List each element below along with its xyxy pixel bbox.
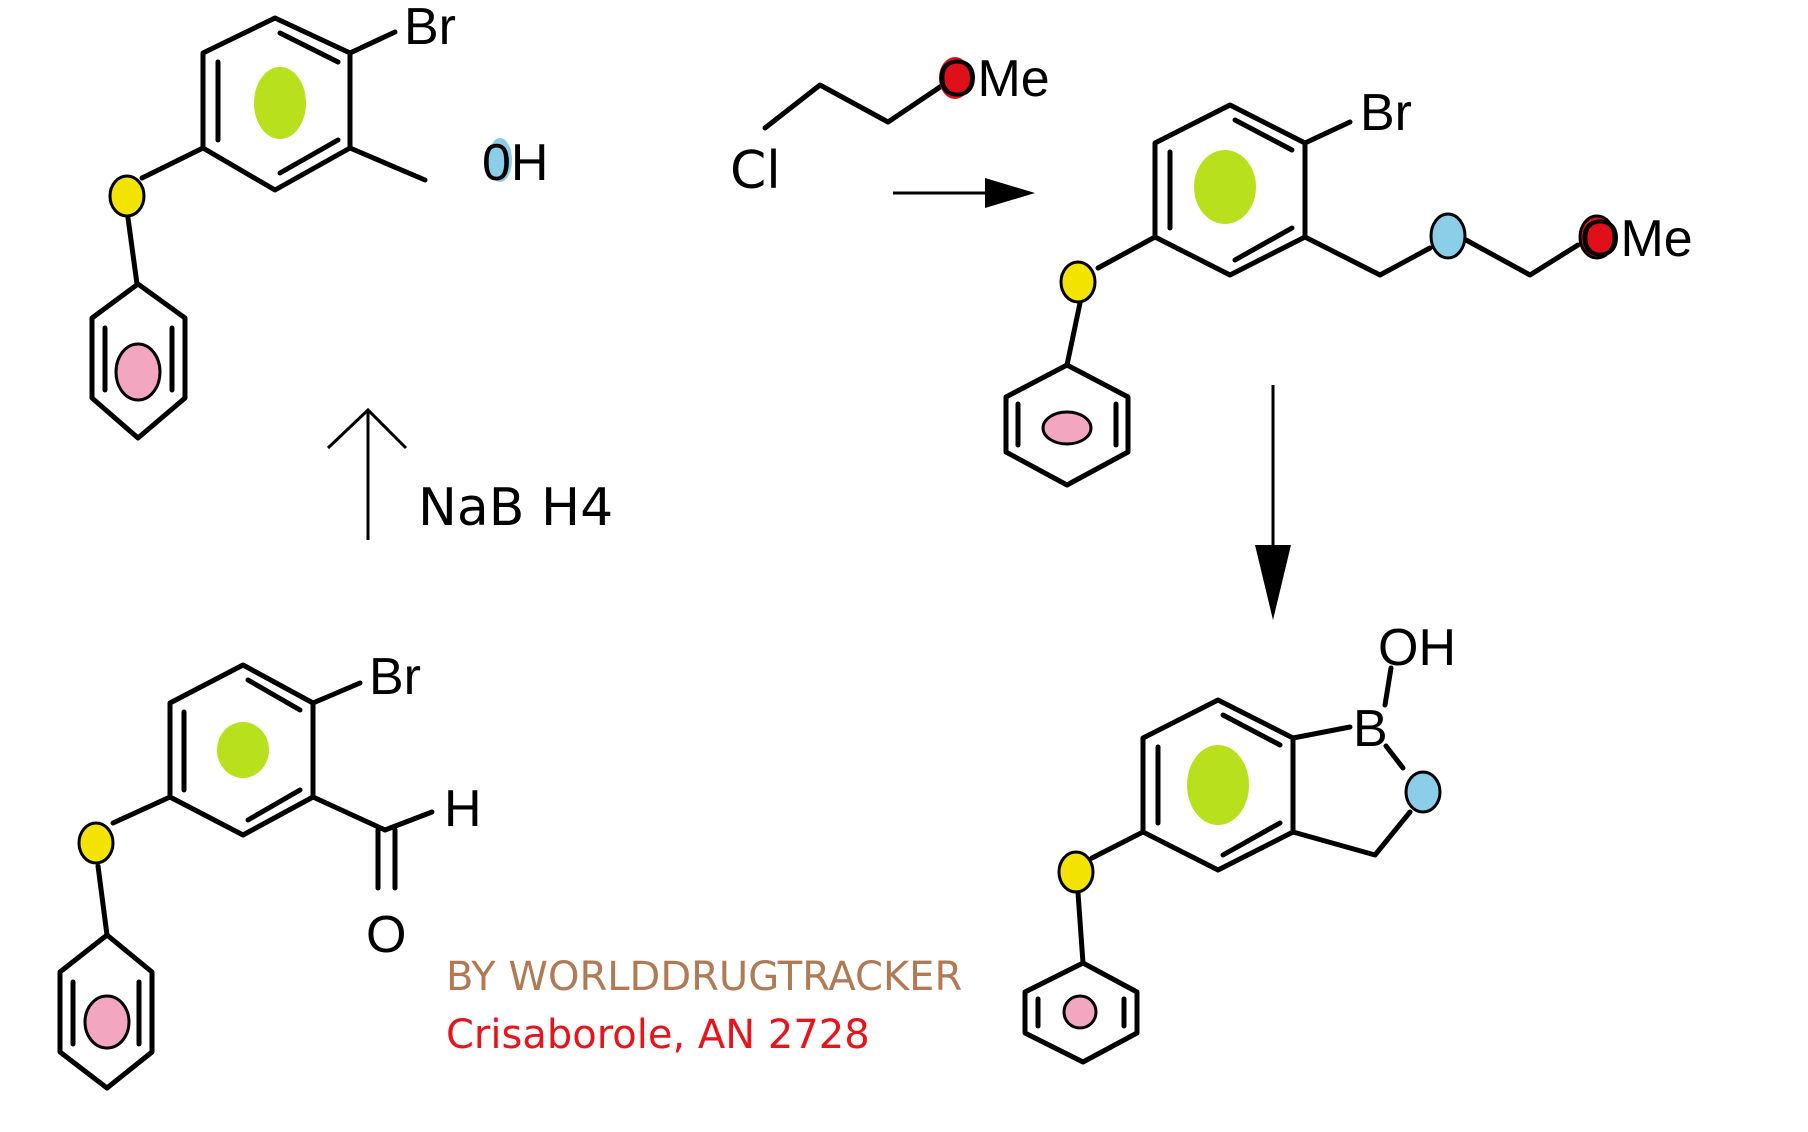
hydroxyl-oxygen-marker <box>1429 212 1467 260</box>
phenyl-ring <box>57 932 155 1091</box>
boronic-oh-label: OH <box>1378 619 1456 677</box>
ether-oxygen-marker <box>108 174 146 218</box>
formyl-h-label: H <box>444 780 482 838</box>
bromine-label: Br <box>369 648 421 706</box>
ether-oxygen-marker <box>1057 850 1095 894</box>
chloro-label: Cl <box>730 141 781 201</box>
methoxy-oxygen-marker <box>1578 214 1616 260</box>
hydroxyl-label: 0H <box>482 134 548 192</box>
methoxy-label: OMe <box>937 50 1050 108</box>
bromine-label: Br <box>404 0 456 56</box>
ether-oxygen-marker <box>1059 260 1097 304</box>
reagent-chloroethyl-methyl-ether: Cl OMe <box>730 50 1050 201</box>
compound-name: Crisaborole, AN 2728 <box>446 1012 870 1058</box>
aromatic-marker <box>254 67 306 139</box>
methoxy-oxygen-marker <box>939 57 971 99</box>
molecule-benzaldehyde: Br H O <box>57 648 482 1091</box>
reagent-label: NaB H4 <box>418 478 613 538</box>
phenyl-ring <box>1003 362 1131 488</box>
boron-label: B <box>1353 700 1388 758</box>
methoxy-label: OMe <box>1580 210 1693 268</box>
reduction-arrow <box>326 407 408 540</box>
author-credit: BY WORLDDRUGTRACKER <box>446 954 962 1000</box>
hydroxyl-oxygen-marker <box>1404 770 1442 814</box>
molecule-benzyl-alcohol: Br 0H <box>89 0 548 441</box>
bromine-label: Br <box>1360 84 1412 142</box>
aromatic-marker <box>1187 745 1249 825</box>
phenyl-marker <box>83 994 131 1050</box>
carbonyl-oxygen-label: O <box>366 906 406 964</box>
molecule-crisaborole: B OH <box>1022 619 1456 1065</box>
aromatic-marker <box>1194 150 1256 224</box>
molecule-mom-ether: Br OMe <box>1003 84 1693 488</box>
phenyl-ring <box>1022 960 1140 1065</box>
phenyl-marker <box>114 342 162 402</box>
aromatic-marker <box>217 722 269 778</box>
phenyl-marker <box>1062 994 1098 1030</box>
phenyl-marker <box>1041 410 1093 446</box>
ether-oxygen-marker <box>77 821 115 865</box>
forward-arrow <box>893 178 1035 208</box>
hydroxyl-oxygen-marker <box>488 138 512 182</box>
downward-arrow <box>1255 385 1291 620</box>
phenyl-ring <box>89 281 188 441</box>
